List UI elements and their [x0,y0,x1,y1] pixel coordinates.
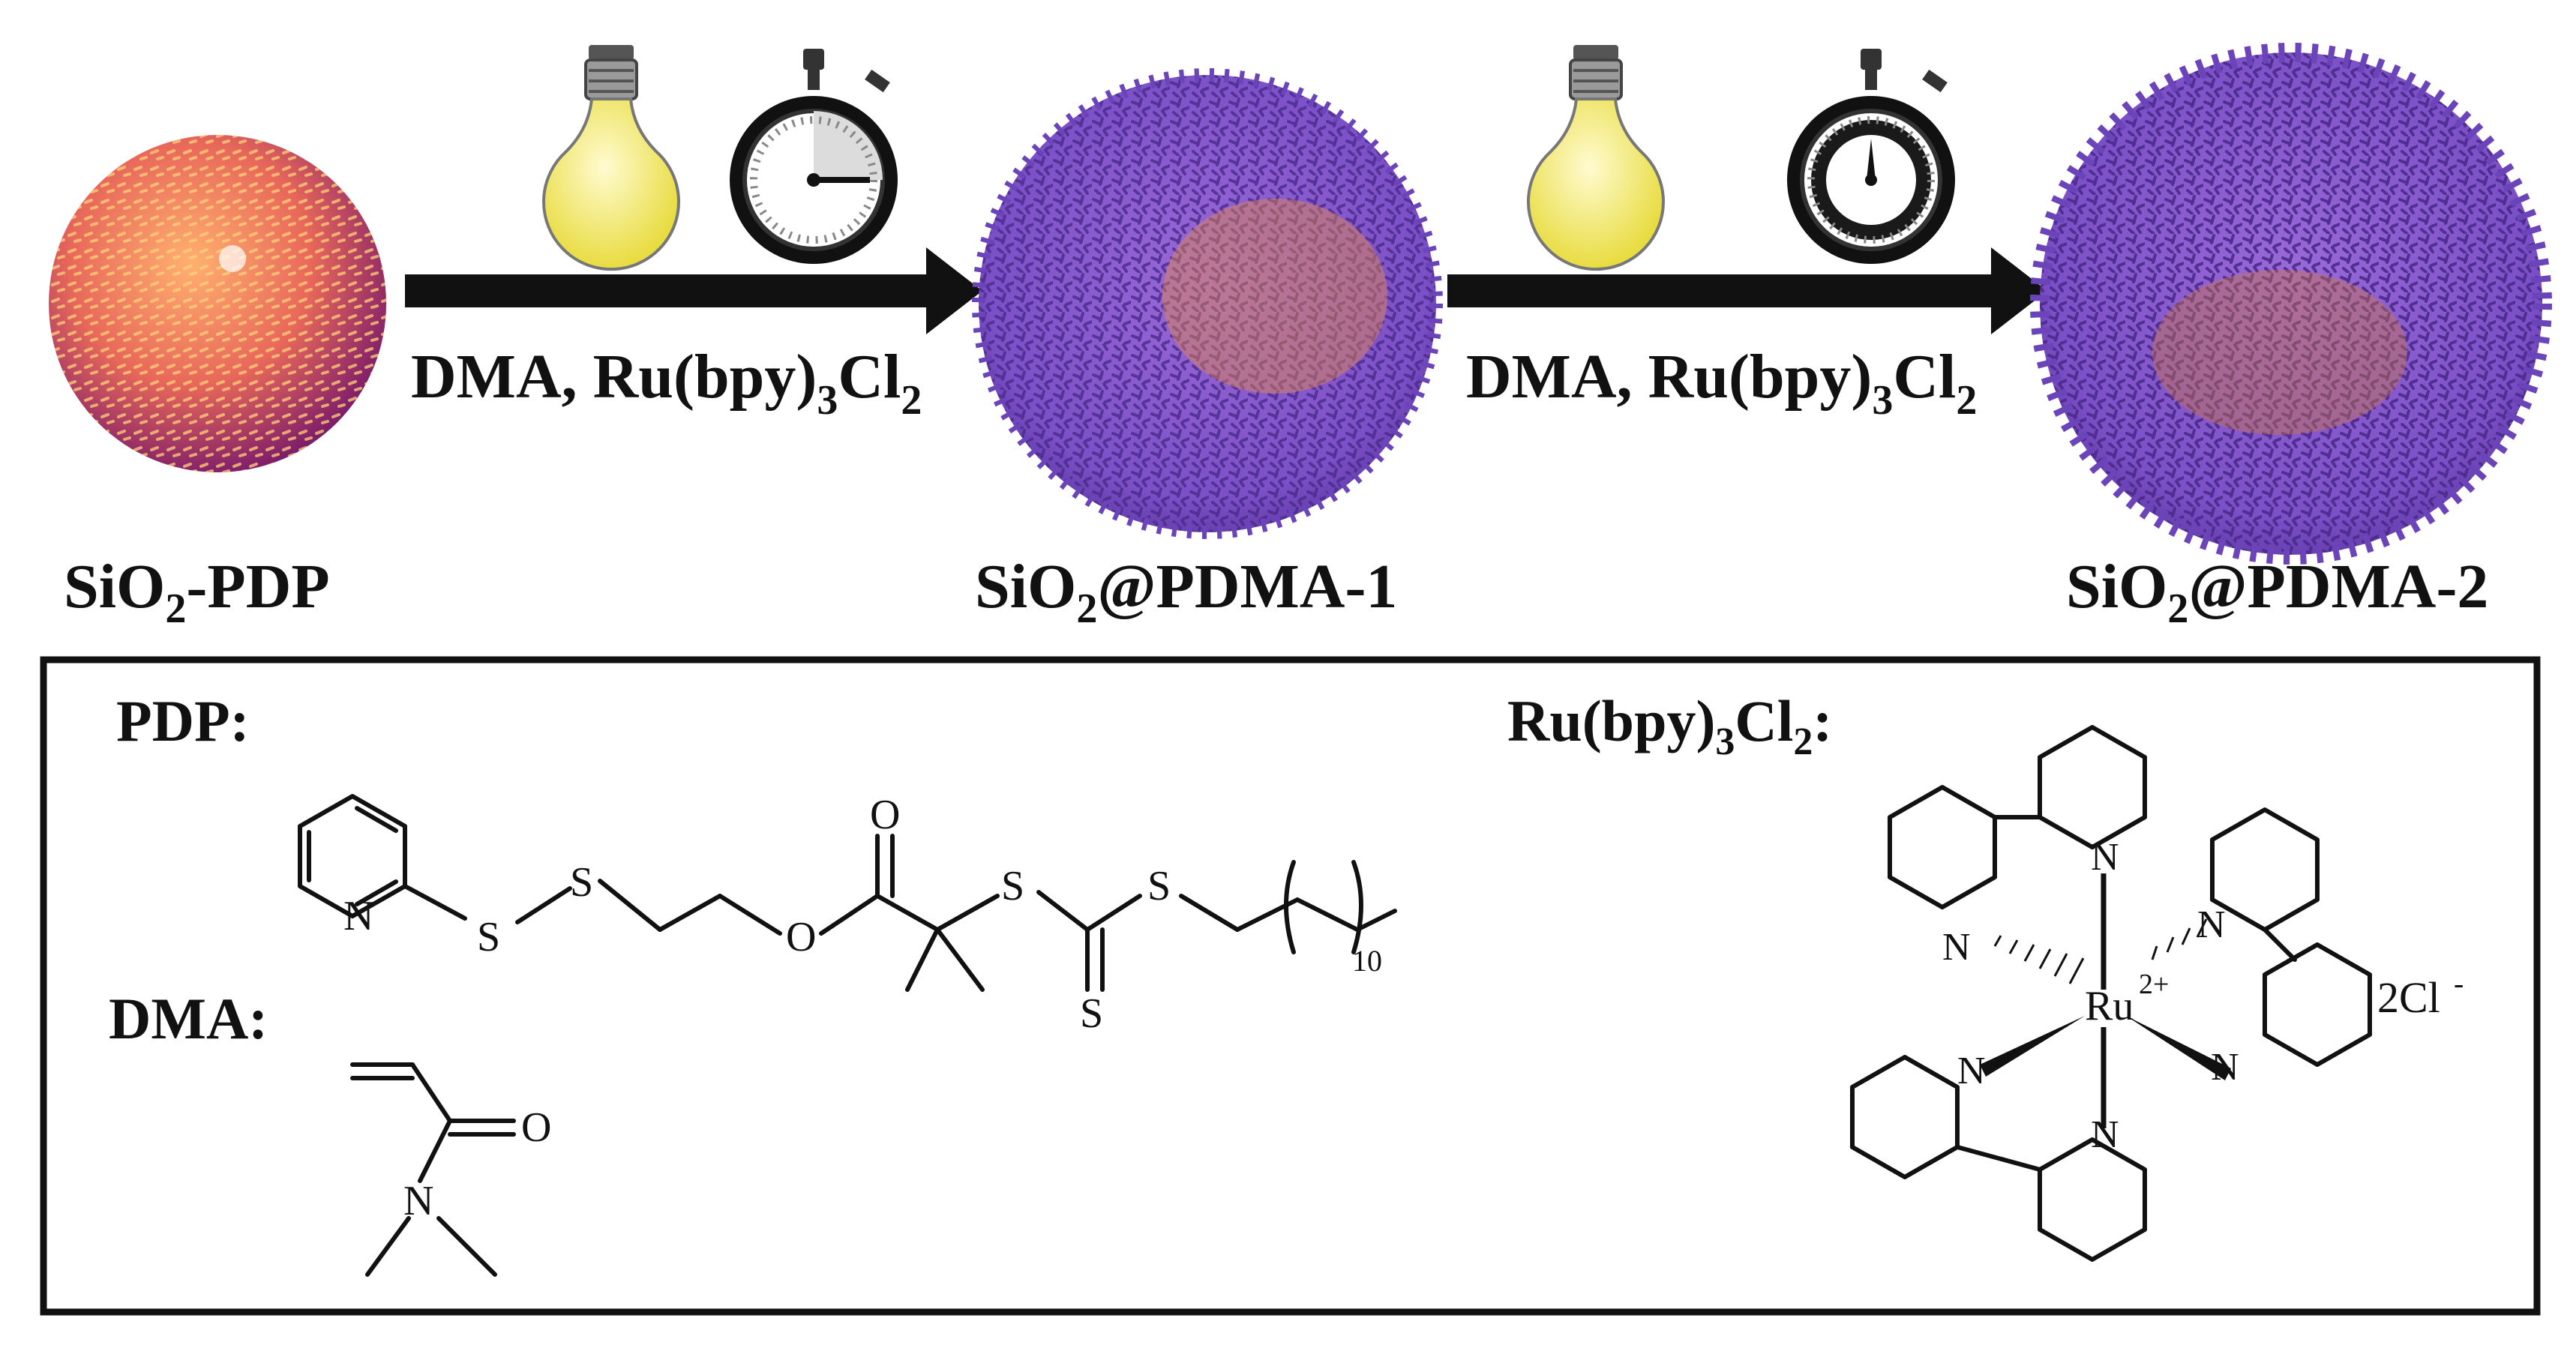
pdp-structure: 10 N S S O O S S S [298,792,1397,1037]
svg-text:N: N [2091,1113,2119,1156]
counterion-label: 2Cl [2377,973,2440,1022]
svg-text:S: S [1147,863,1171,909]
svg-text:O: O [786,914,816,960]
light-bulb-icon [542,45,680,271]
step2-conditions: DMA, Ru(bpy)3Cl2 [1466,342,1977,424]
sio2-pdp-particle [49,135,386,472]
sio2-pdma-2-particle [2030,43,2552,565]
stopwatch-icon [1787,49,1955,264]
light-bulb-icon [1527,45,1665,271]
structures-box [40,656,2541,1316]
svg-text:N: N [2211,1046,2239,1089]
svg-text:N: N [2197,903,2226,946]
dma-title: DMA: [109,986,268,1051]
svg-text:N: N [1957,1050,1986,1092]
svg-text:O: O [521,1104,551,1151]
reaction-arrow-2 [1447,247,2047,334]
reaction-arrow-1 [405,247,982,334]
sio2-pdma-1-particle [972,68,1443,539]
svg-text:S: S [570,859,593,906]
svg-text:2+: 2+ [2139,969,2169,1000]
svg-text:10: 10 [1352,944,1382,978]
svg-text:N: N [1942,926,1971,969]
dma-structure: O N [350,1062,551,1277]
pdp-title: PDP: [116,688,250,753]
label-sio2-pdp: SiO2-PDP [64,552,330,632]
svg-text:N: N [2091,836,2119,879]
svg-text:S: S [1080,990,1103,1037]
stopwatch-icon [730,49,898,264]
svg-text:S: S [477,914,500,960]
ru-title: Ru(bpy)3Cl2: [1507,688,1832,763]
step1-conditions: DMA, Ru(bpy)3Cl2 [411,342,922,424]
label-sio2-pdma-2: SiO2@PDMA-2 [2066,552,2488,632]
label-sio2-pdma-1: SiO2@PDMA-1 [975,552,1397,632]
svg-text:O: O [870,792,900,838]
svg-text:-: - [2454,966,2464,1000]
svg-text:Ru: Ru [2085,983,2134,1029]
svg-text:N: N [403,1178,433,1224]
svg-text:N: N [343,893,373,939]
ru-bpy3-structure: Ru 2+ N N N N [1850,725,2464,1262]
svg-text:S: S [1001,863,1024,909]
